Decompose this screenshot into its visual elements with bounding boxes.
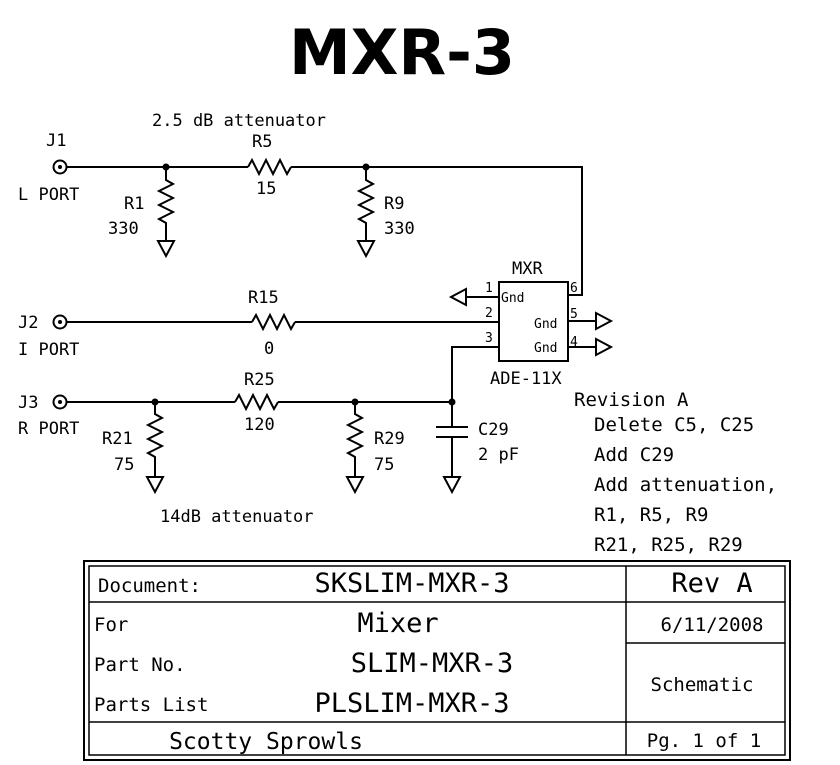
r29-ground-symbol	[345, 476, 365, 495]
r9-ground-symbol	[356, 240, 376, 259]
r1-resistor	[156, 167, 176, 241]
r1-value: 330	[108, 219, 139, 239]
c29-value: 2 pF	[478, 445, 519, 465]
revision-title: Revision A	[574, 389, 689, 411]
part-number-label: Part No.	[94, 654, 186, 676]
j2-connector	[52, 314, 68, 330]
j1-port-name: L PORT	[18, 185, 79, 205]
r21-ref: R21	[102, 429, 133, 449]
mixer-gnd-pin5-label: Gnd	[534, 317, 557, 332]
r1-ground-symbol	[156, 240, 176, 259]
j2-ref: J2	[18, 313, 38, 333]
pin-5-ground-symbol	[595, 311, 614, 331]
date-value: 6/11/2008	[661, 614, 764, 636]
r5-value: 15	[256, 179, 276, 199]
revision-notes: Revision A Delete C5, C25 Add C29 Add at…	[574, 389, 777, 556]
mixer-gnd-pin1-label: Gnd	[501, 291, 524, 306]
c29-ref: C29	[478, 420, 509, 440]
r21-resistor	[145, 402, 165, 477]
page-number: Pg. 1 of 1	[647, 730, 761, 752]
r-port-wire-b	[278, 346, 499, 403]
pin-5-number: 5	[570, 307, 578, 322]
for-value: Mixer	[357, 608, 438, 639]
r21-value: 75	[114, 455, 134, 475]
mixer-ref: MXR	[512, 259, 543, 279]
pin-1-ground-symbol	[448, 287, 467, 307]
part-number-value: SLIM-MXR-3	[351, 648, 514, 679]
revision-line: Add C29	[594, 444, 674, 466]
revision-line: R21, R25, R29	[594, 534, 743, 556]
r25-value: 120	[244, 415, 275, 435]
document-value: SKSLIM-MXR-3	[314, 568, 509, 599]
r29-ref: R29	[374, 429, 405, 449]
revision-line: Delete C5, C25	[594, 414, 754, 436]
document-label: Document:	[98, 575, 201, 597]
for-label: For	[94, 614, 128, 636]
r15-ref: R15	[248, 288, 279, 308]
revision-line: Add attenuation,	[594, 474, 777, 496]
parts-list-value: PLSLIM-MXR-3	[314, 688, 509, 719]
revision-line: R1, R5, R9	[594, 504, 708, 526]
bottom-attenuator-label: 14dB attenuator	[160, 507, 314, 527]
r25-ref: R25	[244, 370, 275, 390]
l-port-wire-b	[291, 166, 583, 296]
parts-list-label: Parts List	[94, 694, 208, 716]
pin-2-number: 2	[485, 306, 493, 321]
mixer-part: ADE-11X	[490, 369, 562, 389]
r15-resistor	[251, 312, 296, 332]
title-block: Document: SKSLIM-MXR-3 Rev A For Mixer 6…	[83, 560, 791, 761]
revision-value: Rev A	[671, 568, 752, 599]
j1-connector	[52, 159, 68, 175]
c29-capacitor	[436, 402, 468, 477]
r9-resistor	[356, 167, 376, 241]
r21-ground-symbol	[145, 476, 165, 495]
top-attenuator-label: 2.5 dB attenuator	[152, 111, 326, 131]
r25-resistor	[234, 392, 279, 412]
pin-4-ground-symbol	[595, 337, 614, 357]
r5-resistor	[247, 157, 292, 177]
sheet-type: Schematic	[651, 674, 754, 696]
page-title: MXR-3	[289, 16, 515, 89]
j3-ref: J3	[18, 393, 38, 413]
r9-value: 330	[384, 219, 415, 239]
pin-3-number: 3	[485, 331, 493, 346]
r29-value: 75	[374, 455, 394, 475]
j2-port-name: I PORT	[18, 340, 79, 360]
mixer-gnd-pin4-label: Gnd	[534, 341, 557, 356]
r5-ref: R5	[252, 132, 272, 152]
r1-ref: R1	[124, 194, 144, 214]
author-name: Scotty Sprowls	[169, 729, 363, 755]
r29-resistor	[345, 402, 365, 477]
j1-ref: J1	[46, 131, 66, 151]
c29-ground-symbol	[442, 476, 462, 495]
r9-ref: R9	[384, 194, 404, 214]
pin-1-number: 1	[485, 281, 493, 296]
j3-port-name: R PORT	[18, 419, 79, 439]
r15-value: 0	[264, 339, 274, 359]
pin-4-number: 4	[570, 335, 578, 350]
j3-connector	[52, 394, 68, 410]
pin-6-number: 6	[570, 281, 578, 296]
